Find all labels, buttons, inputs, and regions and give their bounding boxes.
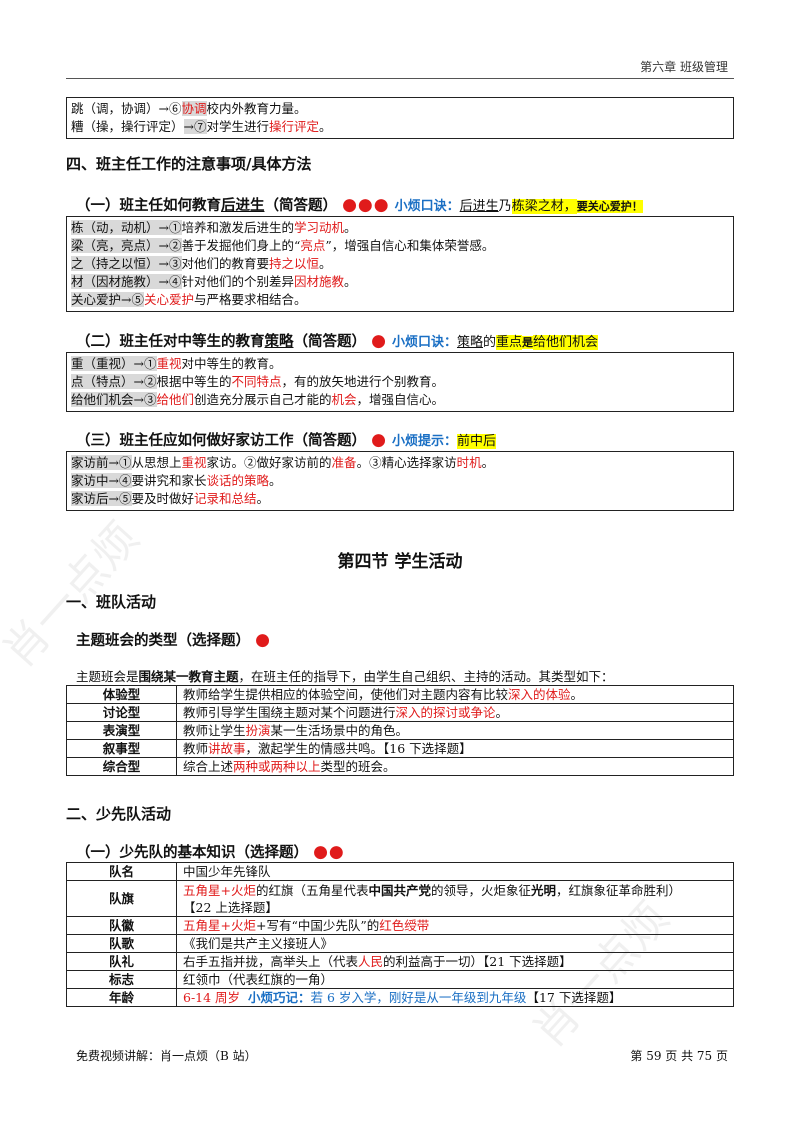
table-row: 体验型教师给学生提供相应的体验空间，使他们对主题内容有比较深入的体验。 xyxy=(66,685,734,704)
sub-heading-3: （三）班主任应如何做好家访工作（简答题） ● 小烦提示：前中后 xyxy=(76,430,496,450)
chapter-header: 第六章 班级管理 xyxy=(640,60,728,74)
list-item: 栋（动，动机）→①培养和激发后进生的学习动机。 xyxy=(71,220,357,235)
list-item: 家访前→①从思想上重视家访。②做好家访前的准备。③精心选择家访时机。 xyxy=(71,455,495,470)
table-row: 队旗五角星+火炬的红旗（五角星代表中国共产党的领导，火炬象征光明，红旗象征革命胜… xyxy=(66,880,734,917)
box-sub2: 重（重视）→①重视对中等生的教育。 点（特点）→②根据中等生的不同特点，有的放矢… xyxy=(66,352,734,412)
class-meeting-types-table: 体验型教师给学生提供相应的体验空间，使他们对主题内容有比较深入的体验。 讨论型教… xyxy=(66,685,734,776)
part2-sub-heading: （一）少先队的基本知识（选择题） ●● xyxy=(76,842,345,862)
list-item: 关心爱护→⑤关心爱护与严格要求相结合。 xyxy=(71,292,307,307)
list-item: 家访中→④要讲究和家长谈话的策略。 xyxy=(71,473,282,488)
importance-dots: ●● xyxy=(313,842,345,862)
list-item: 点（特点）→②根据中等生的不同特点，有的放矢地进行个别教育。 xyxy=(71,374,445,389)
top-box-line-1: 跳（调，协调）→⑥协调校内外教育力量。 xyxy=(71,101,307,116)
table-row: 综合型综合上述两种或两种以上类型的班会。 xyxy=(66,757,734,776)
list-item: 重（重视）→①重视对中等生的教育。 xyxy=(71,356,282,371)
part1-sub-heading: 主题班会的类型（选择题） ● xyxy=(76,630,271,650)
table-row: 队徽五角星+火炬+写有“中国少先队”的红色绶带 xyxy=(66,916,734,935)
table-row: 队歌《我们是共产主义接班人》 xyxy=(66,934,734,953)
list-item: 材（因材施教）→④针对他们的个别差异因材施教。 xyxy=(71,274,357,289)
table-row: 队名中国少年先锋队 xyxy=(66,862,734,881)
importance-dots: ● xyxy=(255,630,271,650)
table-row: 表演型教师让学生扮演某一生活场景中的角色。 xyxy=(66,721,734,740)
list-item: 梁（亮，亮点）→②善于发掘他们身上的“亮点”，增强自信心和集体荣誉感。 xyxy=(71,238,495,253)
table-row: 叙事型教师讲故事，激起学生的情感共鸣。【16 下选择题】 xyxy=(66,739,734,758)
young-pioneers-table: 队名中国少年先锋队 队旗五角星+火炬的红旗（五角星代表中国共产党的领导，火炬象征… xyxy=(66,862,734,1007)
table-row: 标志红领巾（代表红旗的一角） xyxy=(66,970,734,989)
top-box: 跳（调，协调）→⑥协调校内外教育力量。 糟（操，操行评定）→⑦对学生进行操行评定… xyxy=(66,97,734,139)
table-row: 队礼右手五指并拢，高举头上（代表人民的利益高于一切）【21 下选择题】 xyxy=(66,952,734,971)
top-box-line-2: 糟（操，操行评定）→⑦对学生进行操行评定。 xyxy=(71,119,332,134)
sub-heading-1: （一）班主任如何教育后进生（简答题） ●●● 小烦口诀：后进生乃栋梁之材，要关心… xyxy=(76,195,643,215)
box-sub3: 家访前→①从思想上重视家访。②做好家访前的准备。③精心选择家访时机。 家访中→④… xyxy=(66,451,734,511)
importance-dots: ● xyxy=(371,331,387,351)
section-heading-4: 四、班主任工作的注意事项/具体方法 xyxy=(66,155,312,173)
importance-dots: ●●● xyxy=(342,195,390,215)
sub-heading-2: （二）班主任对中等生的教育策略（简答题） ● 小烦口诀：策略的重点是给他们机会 xyxy=(76,331,599,351)
footer-video-link: 免费视频讲解：肖一点烦（B 站） xyxy=(76,1049,257,1063)
list-item: 家访后→⑤要及时做好记录和总结。 xyxy=(71,491,270,506)
part1-intro: 主题班会是围绕某一教育主题，在班主任的指导下，由学生自己组织、主持的活动。其类型… xyxy=(76,669,614,684)
table-row: 讨论型教师引导学生围绕主题对某个问题进行深入的探讨或争论。 xyxy=(66,703,734,722)
box-sub1: 栋（动，动机）→①培养和激发后进生的学习动机。 梁（亮，亮点）→②善于发掘他们身… xyxy=(66,216,734,312)
part2-heading: 二、少先队活动 xyxy=(66,805,172,823)
page-number: 第 59 页 共 75 页 xyxy=(630,1049,728,1063)
list-item: 给他们机会→③给他们创造充分展示自己才能的机会，增强自信心。 xyxy=(71,392,445,407)
list-item: 之（持之以恒）→③对他们的教育要持之以恒。 xyxy=(71,256,332,271)
section-title: 第四节 学生活动 xyxy=(337,552,463,572)
header-divider xyxy=(66,78,734,79)
part1-heading: 一、班队活动 xyxy=(66,593,157,611)
importance-dots: ● xyxy=(371,430,387,450)
